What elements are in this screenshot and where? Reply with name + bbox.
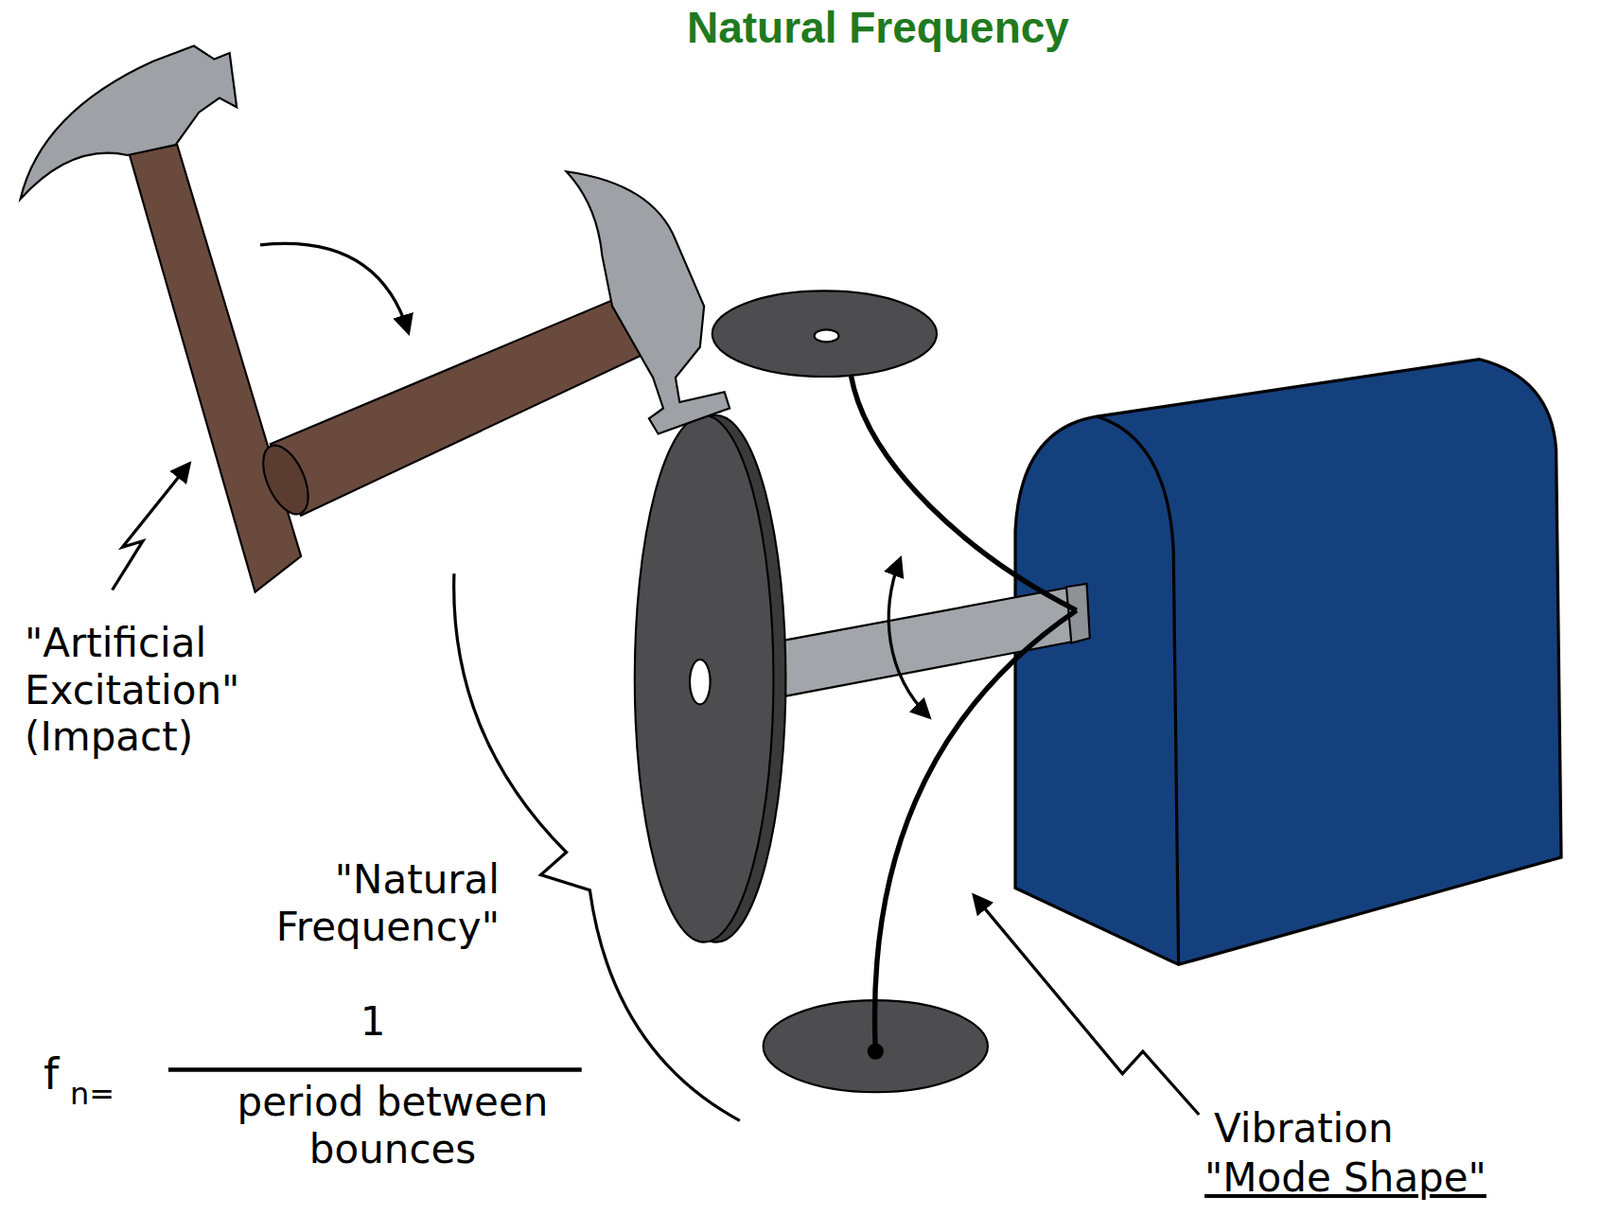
swing-arrow [260, 243, 408, 332]
formula-denominator: period between bounces [160, 1078, 625, 1173]
formula-numerator: 1 [325, 998, 421, 1046]
rotation-arrow [888, 559, 929, 717]
hammer-raised [20, 46, 302, 593]
title: Natural Frequency [686, 1, 1070, 53]
mode-shape-label: "Mode Shape" [1204, 1154, 1583, 1202]
leader-line [112, 464, 190, 591]
leader-line [974, 896, 1199, 1115]
bracket-leader [454, 573, 740, 1121]
mode-shape-label: Vibration [1213, 1105, 1574, 1153]
mode-shape [712, 290, 1077, 1092]
hammer-impact [253, 171, 730, 521]
natural-frequency-label: "Natural Frequency" [158, 856, 500, 950]
motor-housing [1015, 359, 1562, 966]
fraction-bar [168, 1067, 582, 1072]
rotor-disk [634, 415, 787, 943]
excitation-label: "Artificial Excitation" (Impact) [24, 619, 337, 761]
shaft [780, 583, 1091, 697]
formula-subscript: n= [70, 1076, 146, 1113]
